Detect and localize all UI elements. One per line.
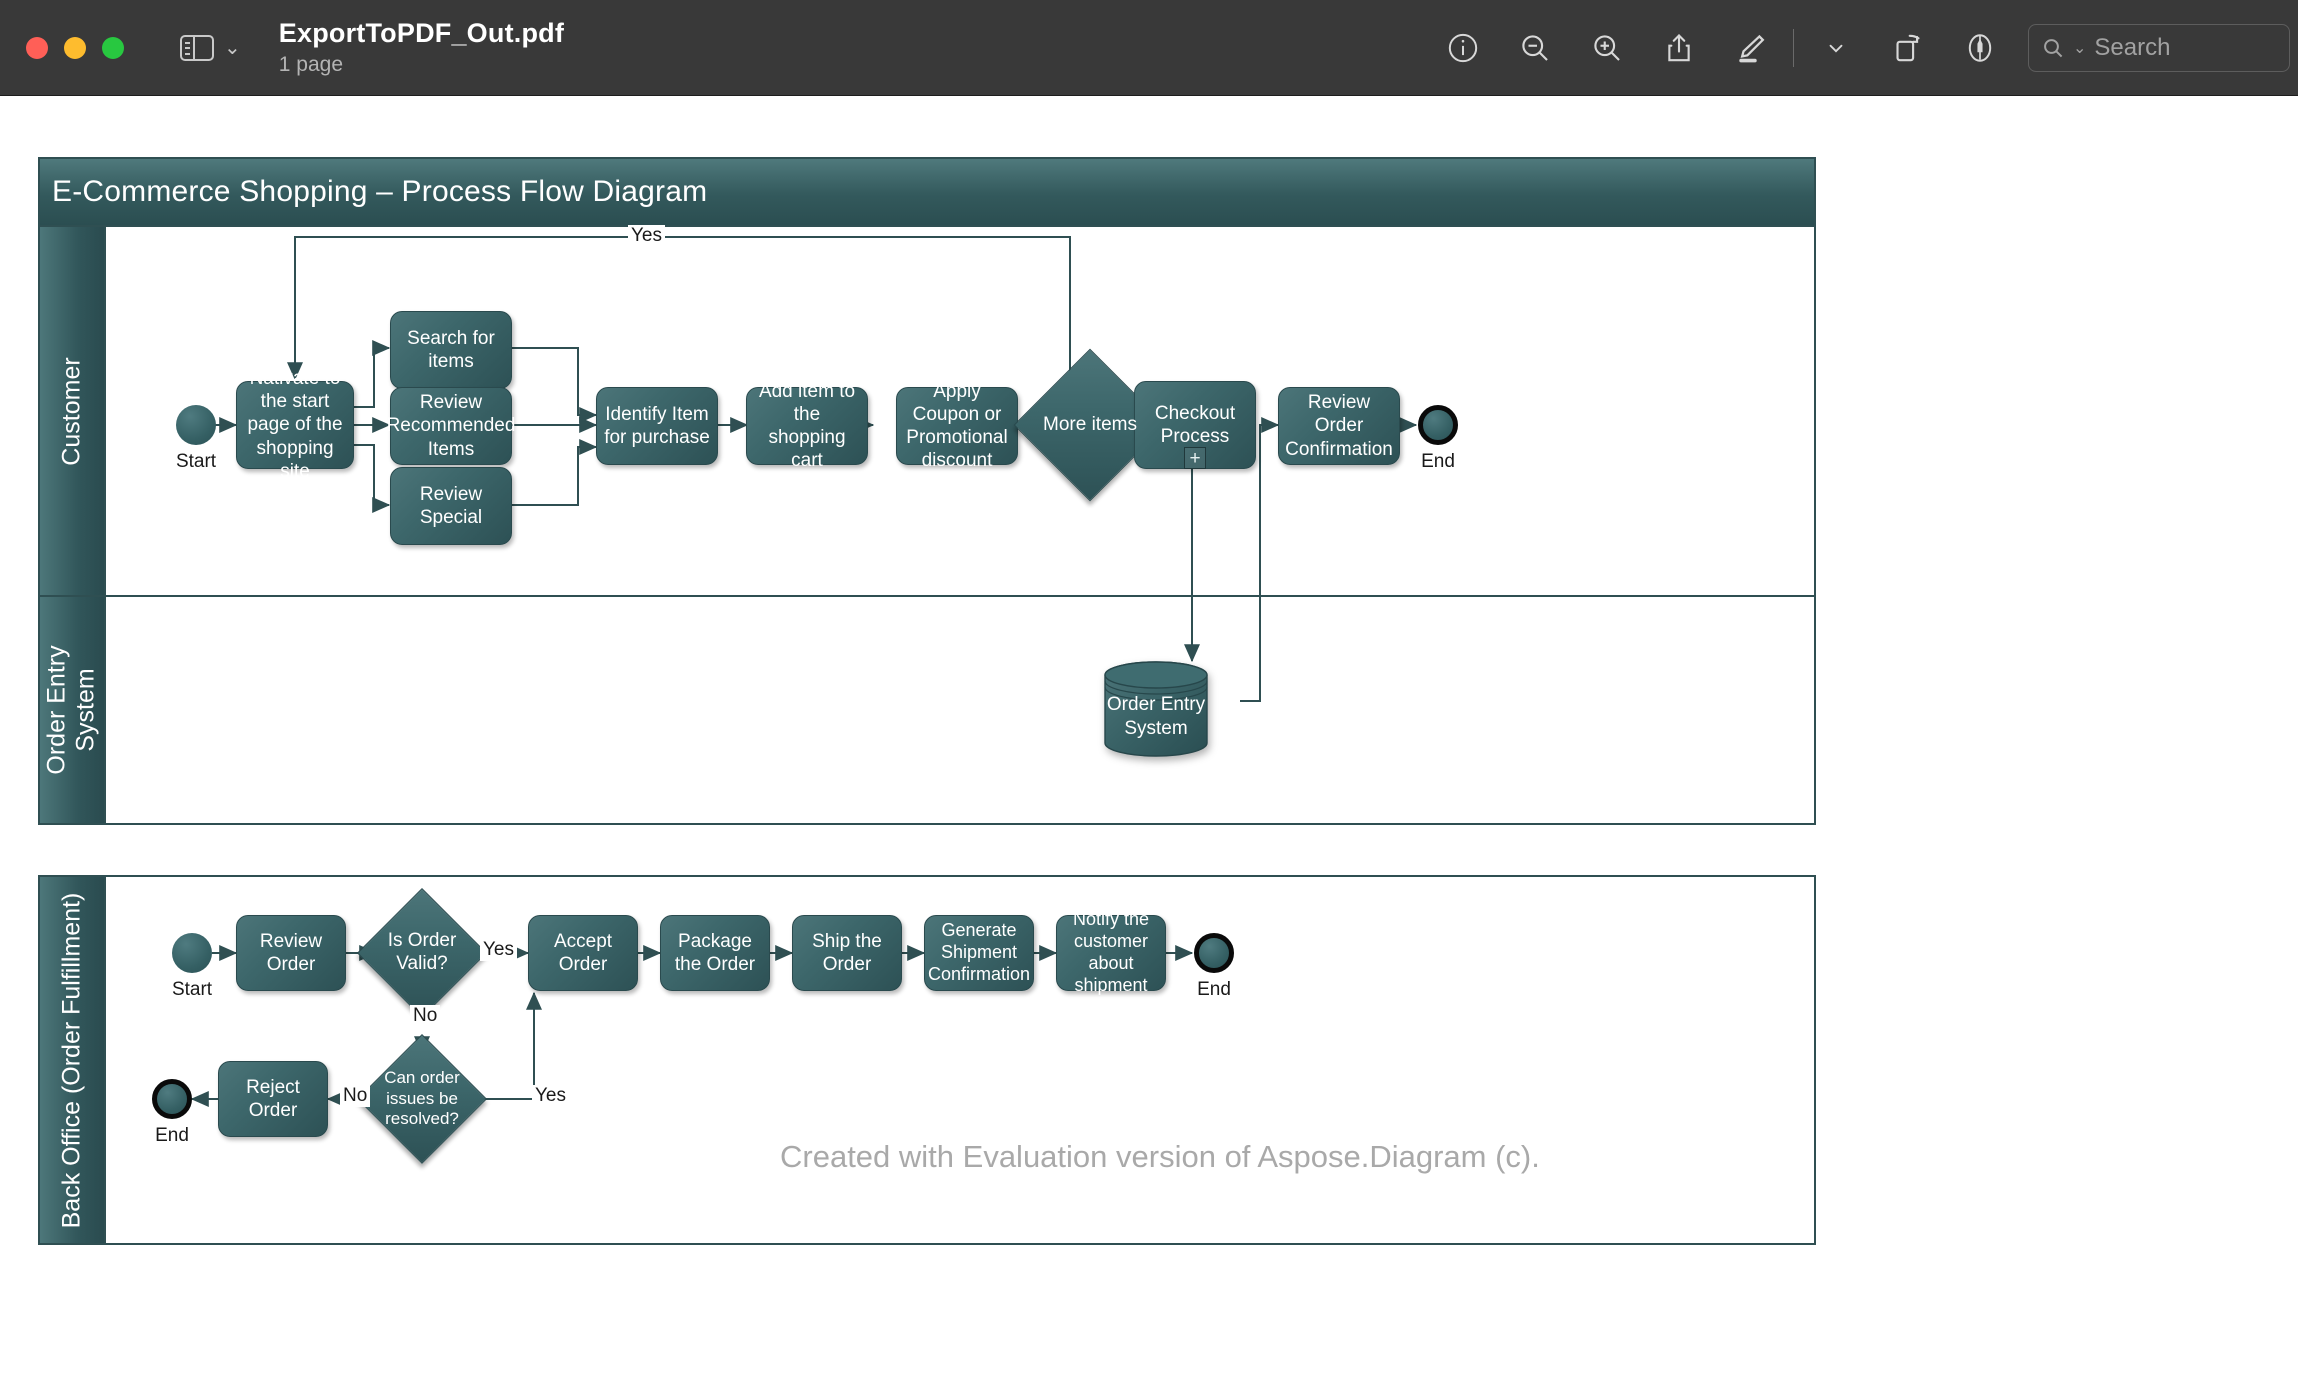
edge-label-valid-yes: Yes — [480, 939, 517, 961]
search-placeholder: Search — [2094, 33, 2171, 61]
document-title: ExportToPDF_Out.pdf — [278, 18, 565, 48]
can-resolve-line3: resolved? — [385, 1109, 459, 1129]
search-field[interactable]: ⌄ Search — [2028, 23, 2290, 72]
annotate-pen-icon[interactable] — [1944, 12, 2016, 84]
pool-back-office: Back Office (Order Fulfillment) — [38, 875, 1816, 1245]
search-icon — [2044, 38, 2063, 57]
sidebar-icon — [180, 34, 214, 61]
lane-oes-line1: Order Entry — [43, 645, 72, 775]
can-resolve-line1: Can order — [384, 1068, 460, 1088]
node-order-entry-database-label: Order Entry System — [1102, 661, 1210, 757]
node-review-order-confirmation[interactable]: Review Order Confirmation — [1278, 387, 1400, 465]
search-chevron-icon: ⌄ — [2073, 39, 2087, 57]
node-backoffice-end-label: End — [1197, 979, 1231, 1000]
zoom-out-icon[interactable] — [1499, 12, 1571, 84]
lane-customer-header: Customer — [40, 227, 106, 595]
chevron-down-icon: ⌄ — [224, 36, 241, 59]
node-can-resolve-label: Can order issues be resolved? — [376, 1068, 468, 1129]
db-line2: System — [1124, 718, 1188, 739]
node-identify-item-for-purchase[interactable]: Identify Item for purchase — [596, 387, 718, 465]
lane-back-office-header: Back Office (Order Fulfillment) — [40, 877, 106, 1243]
window-titlebar: ⌄ ExportToPDF_Out.pdf 1 page — [0, 0, 2298, 96]
node-checkout-process-label: Checkout Process — [1154, 402, 1236, 447]
toolbar-divider — [1793, 28, 1794, 67]
markup-highlight-icon[interactable] — [1715, 12, 1787, 84]
node-backoffice-start[interactable] — [172, 933, 212, 973]
share-icon[interactable] — [1643, 12, 1715, 84]
edge-label-resolve-no: No — [340, 1085, 371, 1107]
evaluation-watermark: Created with Evaluation version of Aspos… — [780, 1139, 1540, 1174]
toolbar: ⌄ Search — [1427, 12, 2298, 84]
node-review-recommended-items[interactable]: Review Recommended Items — [387, 387, 515, 465]
edge-label-resolve-yes: Yes — [532, 1085, 569, 1107]
zoom-button[interactable] — [102, 36, 124, 59]
node-search-for-items[interactable]: Search for items — [390, 311, 512, 389]
node-ship-the-order[interactable]: Ship the Order — [792, 915, 902, 991]
subprocess-plus-marker: + — [1184, 447, 1206, 469]
lane-order-entry-system-label: Order Entry System — [43, 645, 101, 774]
close-button[interactable] — [26, 36, 48, 59]
pool-main: E-Commerce Shopping – Process Flow Diagr… — [38, 157, 1816, 825]
node-customer-end[interactable] — [1418, 405, 1458, 445]
node-add-item-to-cart[interactable]: Add item to the shopping cart — [746, 381, 868, 471]
node-accept-order[interactable]: Accept Order — [528, 915, 638, 991]
node-reject-end-label: End — [155, 1125, 189, 1146]
node-package-the-order[interactable]: Package the Order — [660, 915, 770, 991]
node-order-entry-database[interactable]: Order Entry System — [1102, 661, 1210, 757]
node-review-special[interactable]: Review Special — [390, 467, 512, 545]
minimize-button[interactable] — [64, 36, 86, 59]
rotate-icon[interactable] — [1872, 12, 1944, 84]
node-review-order[interactable]: Review Order — [236, 915, 346, 991]
can-resolve-line2: issues be — [386, 1088, 458, 1108]
lane-customer-label: Customer — [57, 356, 86, 466]
node-backoffice-end[interactable] — [1194, 933, 1234, 973]
node-navigate-start-page[interactable]: Nativate to the start page of the shoppi… — [236, 368, 354, 482]
node-is-order-valid-label: Is Order Valid? — [387, 930, 457, 974]
node-reject-end[interactable] — [152, 1079, 192, 1119]
lane-oes-line2: System — [72, 668, 101, 752]
node-more-items-gateway[interactable]: More items — [1013, 348, 1167, 502]
node-customer-start-label: Start — [175, 451, 217, 472]
node-reject-order[interactable]: Reject Order — [218, 1061, 328, 1137]
node-apply-coupon-discount[interactable]: Apply Coupon or Promotional discount — [896, 381, 1018, 471]
lane-order-entry-system-header: Order Entry System — [40, 597, 106, 823]
node-generate-shipment-confirmation[interactable]: Generate Shipment Confirmation — [924, 915, 1034, 991]
pdf-page: E-Commerce Shopping – Process Flow Diagr… — [0, 97, 2298, 1374]
chevron-down-icon[interactable] — [1800, 12, 1872, 84]
node-backoffice-start-label: Start — [171, 979, 213, 1000]
node-is-order-valid-gateway[interactable]: Is Order Valid? — [356, 887, 488, 1019]
sidebar-toggle-button[interactable]: ⌄ — [180, 34, 241, 61]
traffic-lights — [26, 36, 124, 59]
node-more-items-label: More items — [1043, 413, 1137, 435]
node-can-resolve-gateway[interactable]: Can order issues be resolved? — [356, 1033, 488, 1165]
node-customer-end-label: End — [1421, 451, 1455, 472]
document-page-count: 1 page — [278, 53, 343, 76]
info-icon[interactable] — [1427, 12, 1499, 84]
zoom-in-icon[interactable] — [1571, 12, 1643, 84]
node-customer-start[interactable] — [176, 405, 216, 445]
document-meta: ExportToPDF_Out.pdf 1 page — [279, 18, 564, 77]
lane-order-entry-system-body — [106, 597, 1814, 823]
edge-label-valid-no: No — [410, 1005, 441, 1027]
lane-back-office-label: Back Office (Order Fulfillment) — [57, 892, 86, 1228]
diagram-title: E-Commerce Shopping – Process Flow Diagr… — [40, 159, 1814, 225]
edge-label-more-items-yes: Yes — [628, 225, 665, 247]
db-line1: Order Entry — [1106, 694, 1206, 716]
lane-order-entry-system: Order Entry System — [40, 595, 1814, 823]
node-notify-customer-about-shipment[interactable]: Notify the customer about shipment — [1056, 909, 1166, 995]
